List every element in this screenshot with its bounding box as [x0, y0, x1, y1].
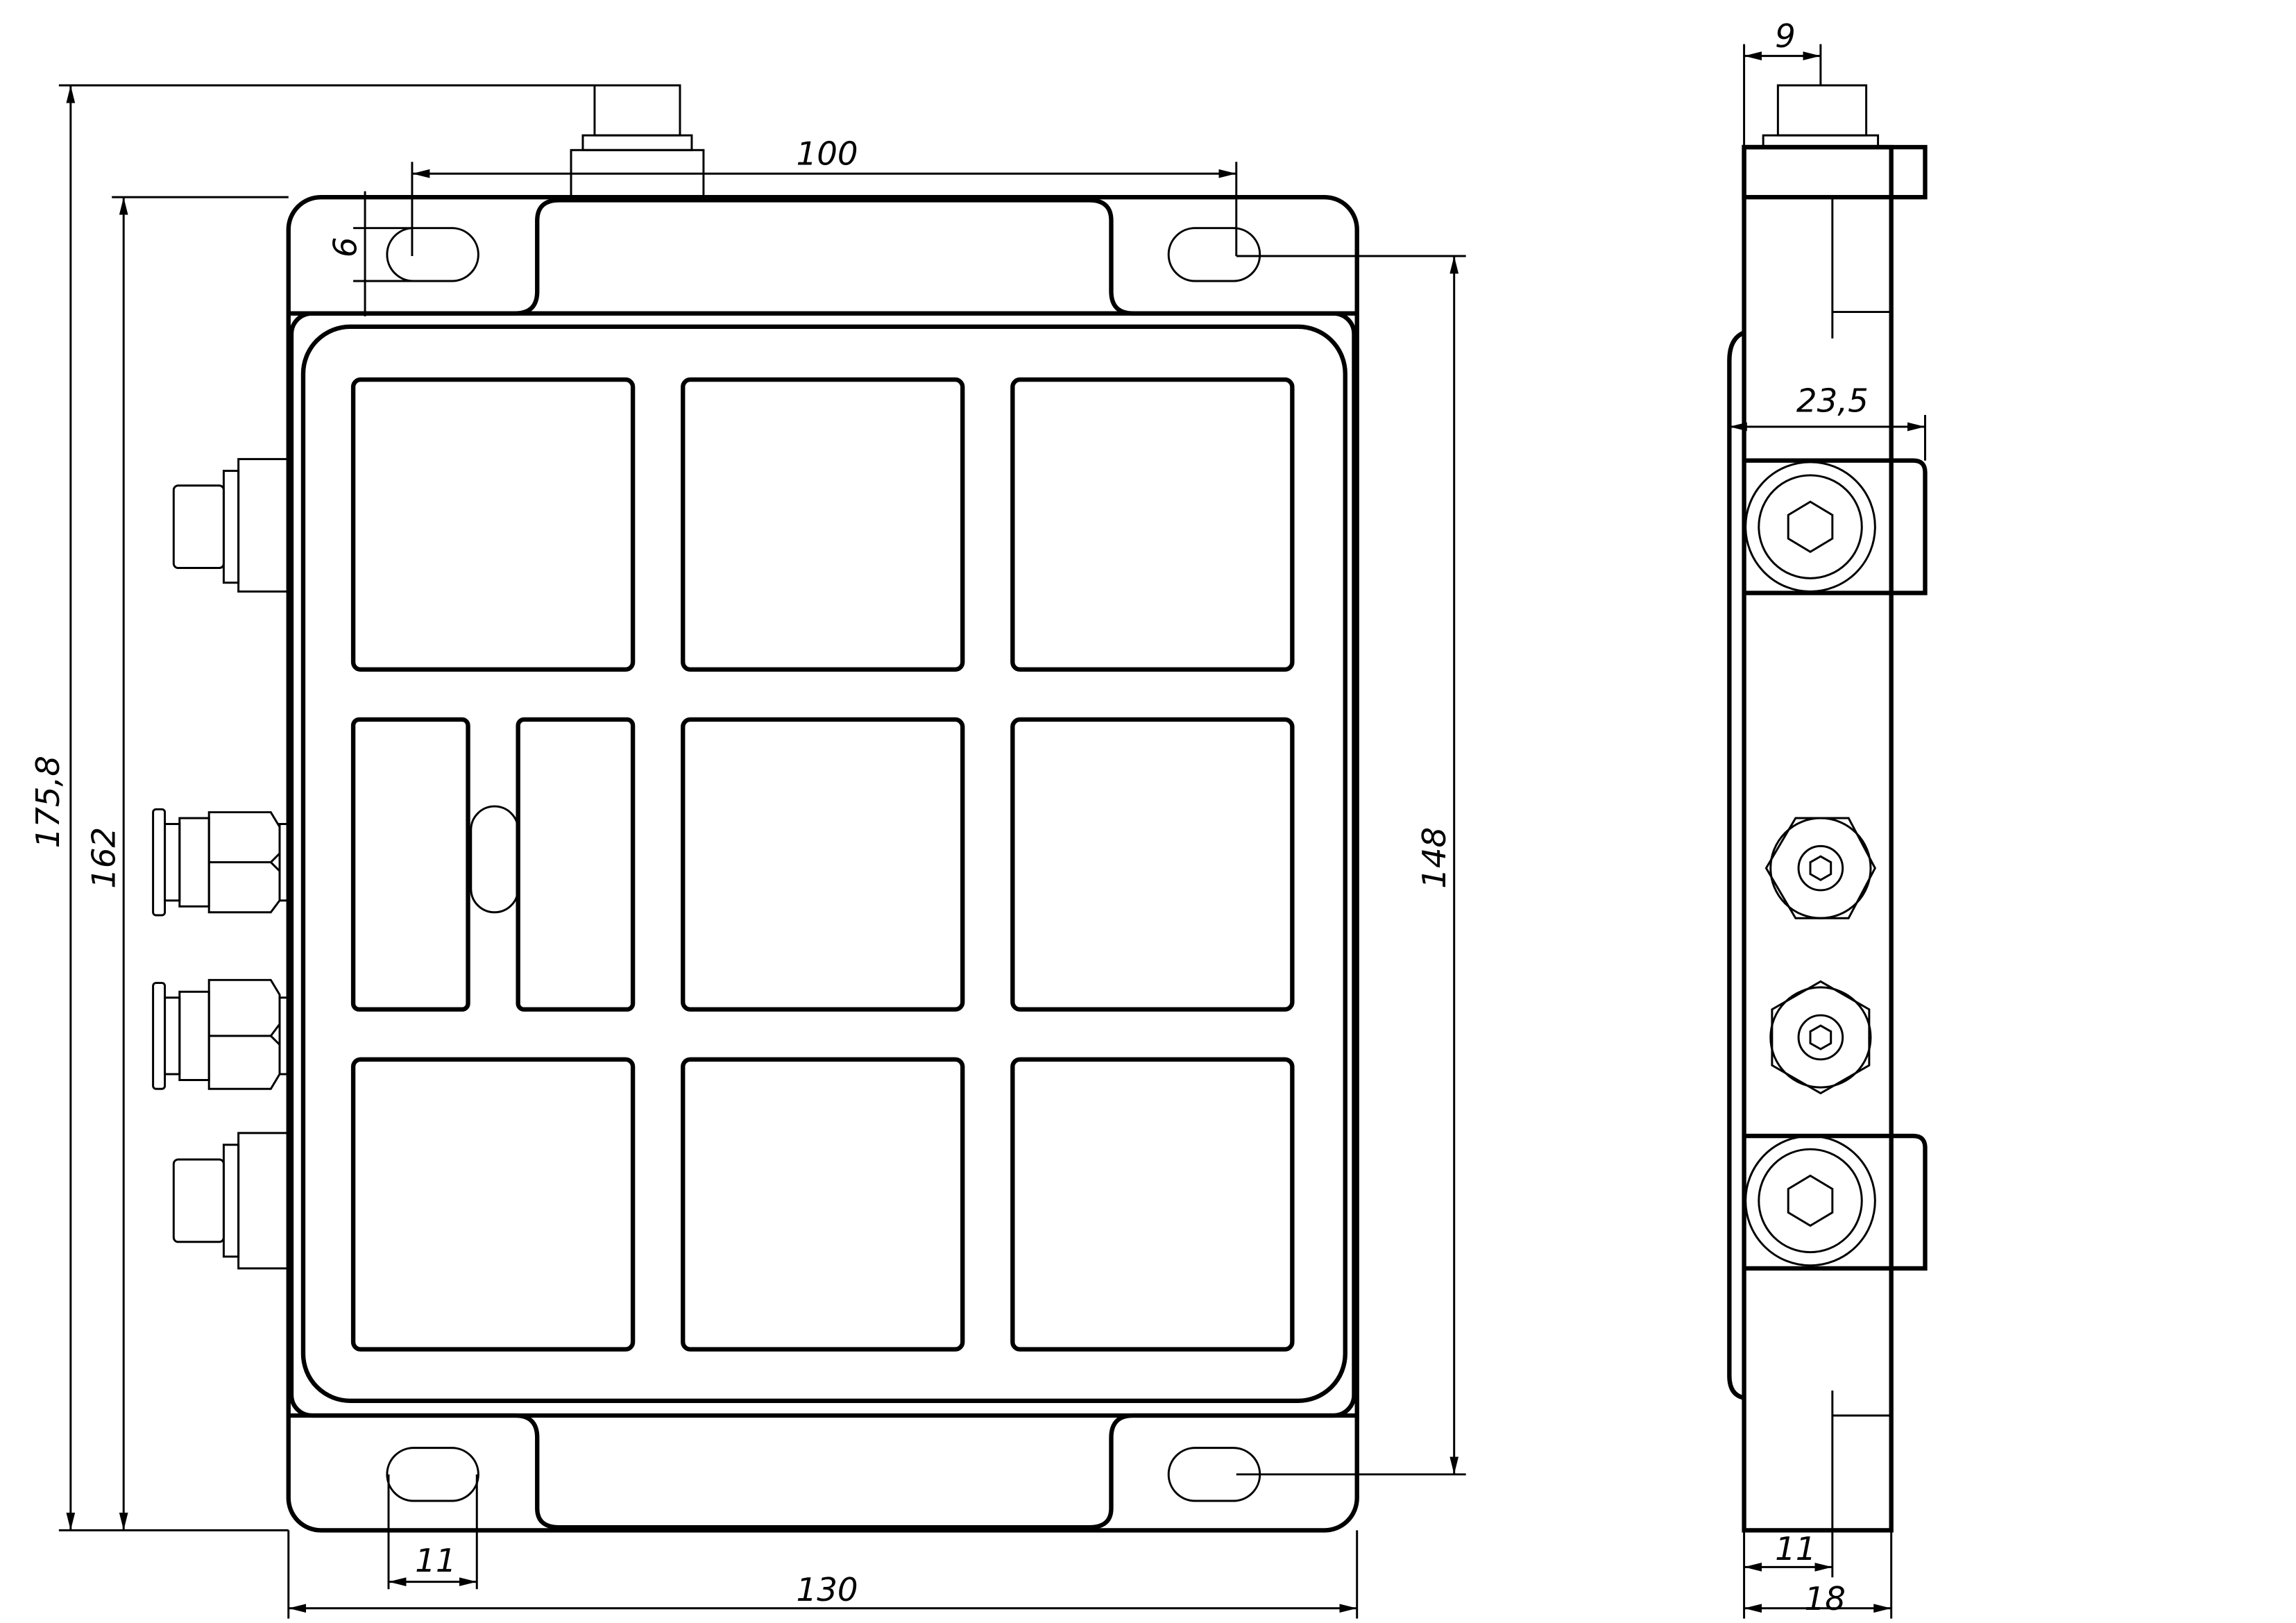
dimension-label: 11	[1775, 1531, 1816, 1568]
pocket	[681, 1057, 965, 1352]
side-seal-strip	[1727, 330, 1745, 1400]
dimension-label: 18	[1805, 1581, 1846, 1618]
dimension-label: 6	[327, 237, 364, 257]
side-body	[1742, 144, 1894, 1533]
center-slot	[470, 805, 520, 914]
dimension-slot-length: 11	[387, 1474, 478, 1590]
dimension-body-depth: 18	[1744, 1581, 1891, 1618]
front-view: 175,8 162 148 100 6 11	[30, 84, 1466, 1619]
pocket	[681, 377, 965, 672]
clamp-bracket	[1744, 1133, 1928, 1271]
slot	[386, 1447, 479, 1502]
seal-frame	[300, 324, 1347, 1403]
dimension-label: 130	[797, 1572, 858, 1609]
dimension-label: 23,5	[1796, 383, 1869, 420]
side-connector	[172, 458, 290, 593]
dimension-label: 100	[797, 136, 858, 173]
hex-socket-icon	[1787, 1174, 1834, 1227]
side-view: 9 23,5 11 18	[1727, 18, 1928, 1619]
fitting-end	[1764, 817, 1877, 919]
pocket	[1010, 717, 1295, 1012]
dimension-hole-pitch-vertical: 148	[1236, 255, 1466, 1476]
pocket	[681, 717, 965, 1012]
dimension-hole-pitch-horizontal: 100	[411, 136, 1238, 256]
dimension-connector-offset: 9	[1743, 18, 1822, 148]
top-connector	[570, 84, 705, 198]
pocket	[1010, 377, 1295, 672]
dimension-slot-width: 6	[327, 191, 412, 316]
pocket	[350, 1057, 636, 1352]
slot	[386, 227, 479, 282]
pocket	[350, 377, 636, 672]
pocket	[350, 717, 470, 1012]
vacuum-body	[289, 311, 1357, 1418]
slot	[1167, 227, 1261, 282]
dimension-plate-height: 162	[85, 196, 289, 1531]
top-center-boss	[288, 198, 1357, 316]
dimension-label: 9	[1775, 18, 1796, 56]
side-connector	[172, 1132, 290, 1270]
pocket	[1010, 1057, 1295, 1352]
dimension-label: 148	[1416, 827, 1454, 889]
push-fitting	[152, 808, 290, 917]
clamp-bracket	[1744, 458, 1928, 595]
dimension-overall-height: 175,8	[30, 84, 595, 1531]
pocket	[516, 717, 636, 1012]
fitting-end	[1769, 980, 1872, 1095]
hex-socket-icon	[1787, 500, 1834, 553]
push-fitting	[152, 978, 290, 1090]
dimension-bracket-depth: 23,5	[1729, 383, 1926, 461]
bottom-center-boss	[288, 1413, 1357, 1530]
base-plate-outline	[286, 194, 1359, 1533]
dimension-bottom-offset: 11	[1743, 1530, 1893, 1619]
suction-pockets	[350, 377, 1295, 1352]
dimension-plate-width: 130	[287, 1530, 1359, 1619]
side-top-cap	[1742, 144, 1928, 200]
dimension-label: 175,8	[30, 756, 67, 849]
dimension-label: 162	[85, 827, 123, 889]
dimension-label: 11	[415, 1543, 456, 1580]
